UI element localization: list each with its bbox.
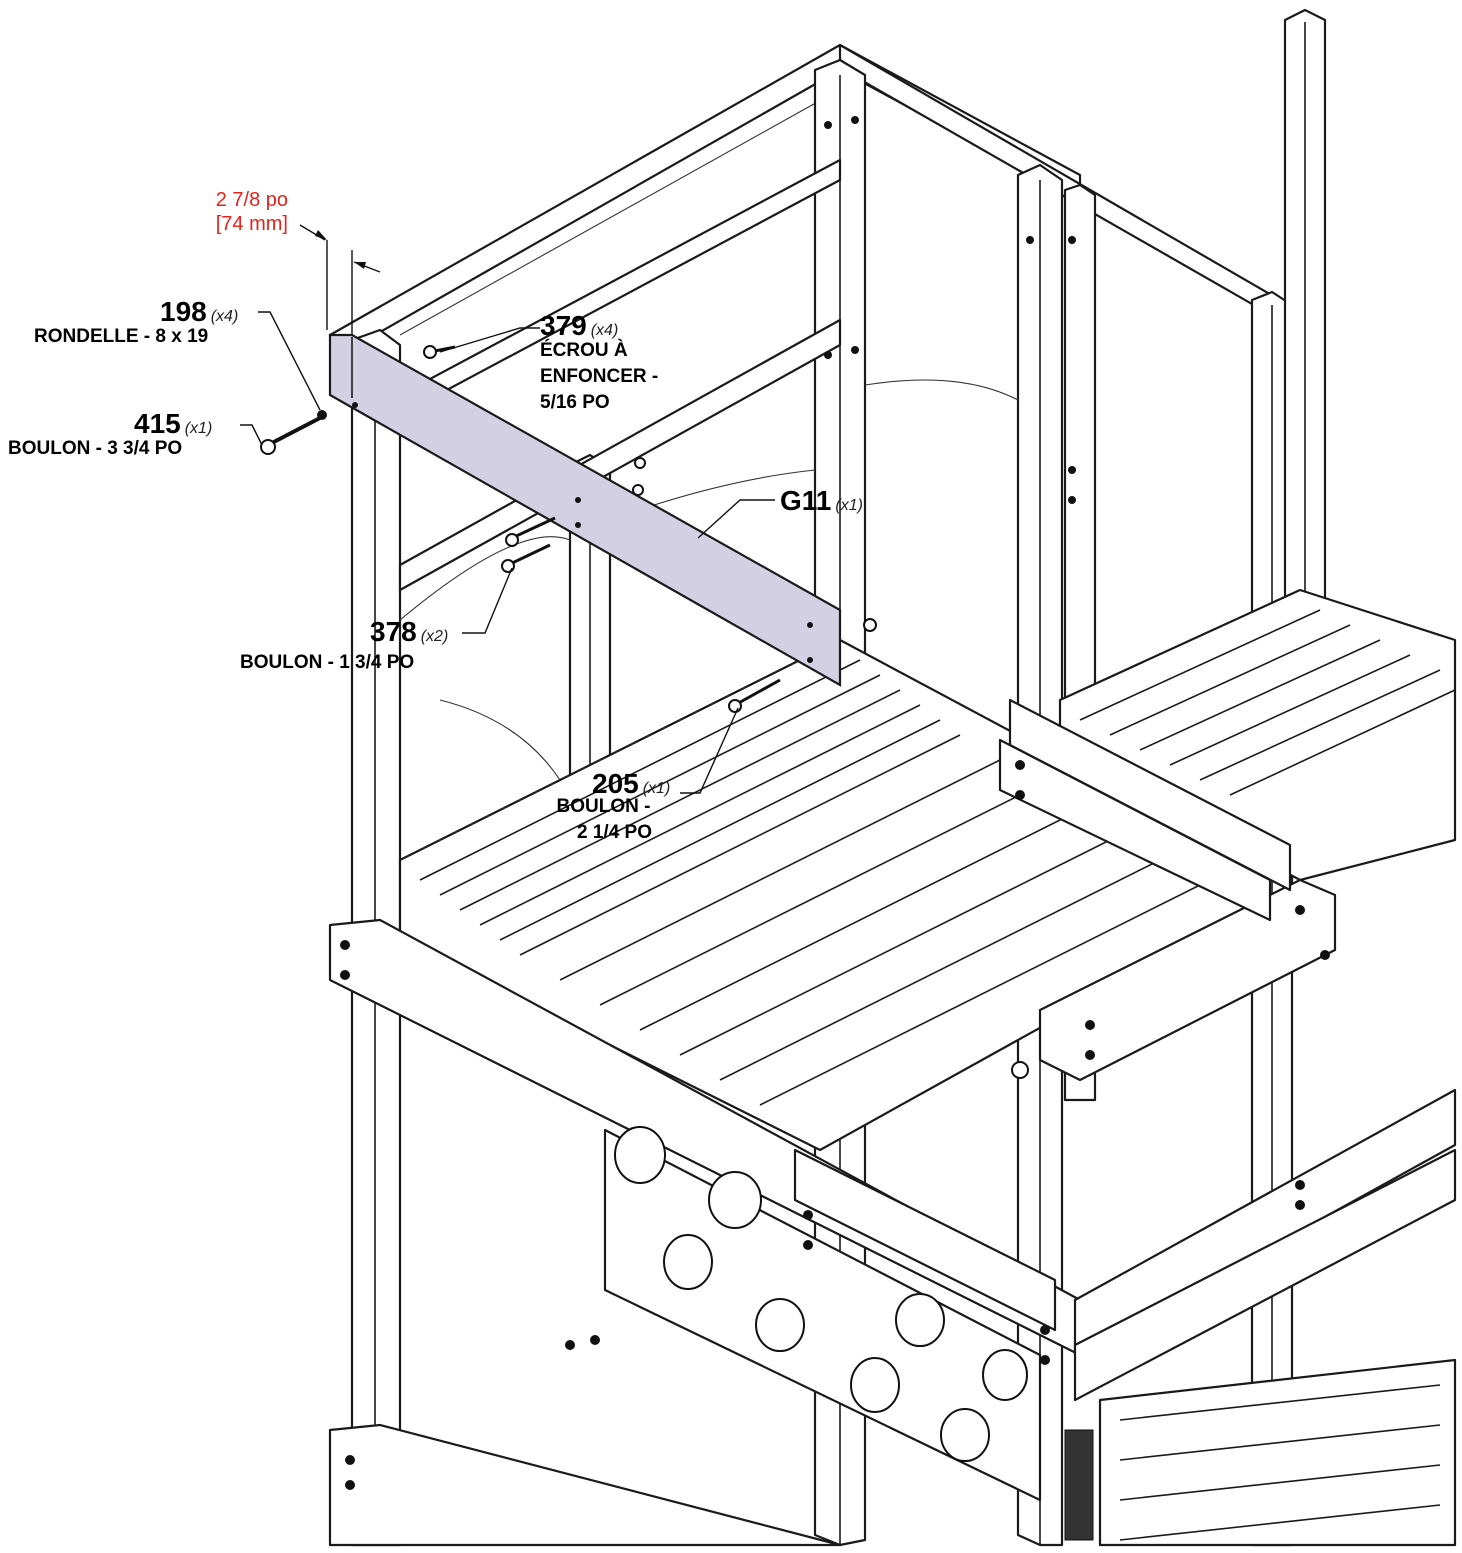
part-number: 205 xyxy=(592,768,639,799)
ladder xyxy=(1098,1358,1457,1547)
part-number: 379 xyxy=(540,310,587,341)
callout-379: 379(x4) xyxy=(540,312,618,340)
callout-415: 415(x1) xyxy=(134,410,212,438)
callout-205-desc-line1: BOULON - xyxy=(556,796,651,817)
dimension-imperial: 2 7/8 po xyxy=(215,189,288,211)
callout-379-desc-line2: ENFONCER - xyxy=(540,366,659,387)
board-g11 xyxy=(328,333,842,687)
part-number: 378 xyxy=(370,616,417,647)
dimension-marks xyxy=(299,224,381,335)
part-quantity: (x2) xyxy=(420,628,449,645)
dimension-metric: [74 mm] xyxy=(215,213,288,235)
part-quantity: (x4) xyxy=(210,308,239,325)
part-number: 415 xyxy=(134,408,181,439)
callout-415-desc: BOULON - 3 3/4 PO xyxy=(8,438,183,459)
callout-g11: G11(x1) xyxy=(780,487,863,515)
callout-378: 378(x2) xyxy=(370,618,448,646)
part-quantity: (x4) xyxy=(590,322,619,339)
part-number: G11 xyxy=(780,485,832,516)
climbing-wall-panel xyxy=(603,1126,1094,1541)
callout-378-desc: BOULON - 1 3/4 PO xyxy=(240,652,415,673)
leader-lines xyxy=(240,311,775,794)
part-quantity: (x1) xyxy=(835,497,863,514)
right-platform xyxy=(1058,588,1457,882)
callout-379-desc-line1: ÉCROU À xyxy=(540,340,628,361)
callout-205: 205(x1) xyxy=(592,770,670,798)
callout-379-desc: ÉCROU À ENFONCER - 5/16 PO xyxy=(540,340,658,414)
hardware xyxy=(260,345,1029,1079)
callout-379-desc-line3: 5/16 PO xyxy=(540,392,610,413)
callout-205-desc-line2: 2 1/4 PO xyxy=(577,822,652,843)
callout-198-desc: RONDELLE - 8 x 19 xyxy=(34,326,209,347)
callout-205-desc: BOULON - 2 1/4 PO xyxy=(555,796,652,844)
beams xyxy=(328,698,1457,1547)
part-quantity: (x1) xyxy=(642,780,671,797)
callout-198: 198(x4) xyxy=(160,298,238,326)
part-quantity: (x1) xyxy=(184,420,213,437)
part-number: 198 xyxy=(160,296,207,327)
bolt-holes xyxy=(340,116,1330,1490)
dimension-label: 2 7/8 po [74 mm] xyxy=(200,188,288,236)
